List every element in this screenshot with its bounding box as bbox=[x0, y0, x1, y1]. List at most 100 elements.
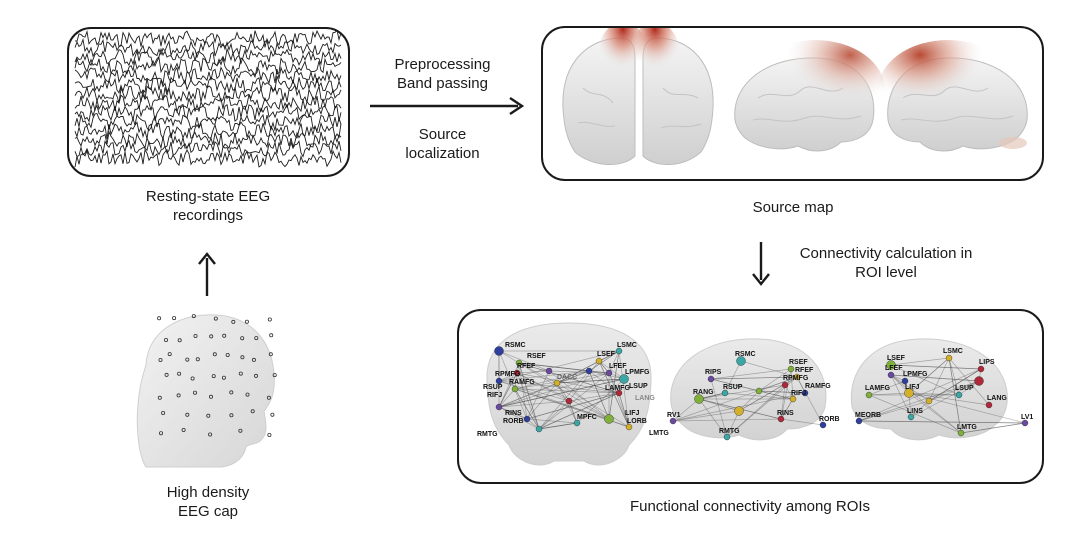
eeg-trace bbox=[74, 37, 342, 59]
connectivity-edge bbox=[928, 357, 950, 402]
roi-label: RV1 bbox=[667, 412, 681, 419]
electrode bbox=[158, 358, 163, 363]
eeg-trace bbox=[74, 148, 342, 168]
electrode bbox=[191, 314, 196, 319]
roi-label: RANG bbox=[693, 389, 714, 396]
roi-label: LANG bbox=[635, 395, 655, 402]
preprocessing-label: Preprocessing Band passing bbox=[360, 55, 525, 93]
electrode bbox=[213, 316, 218, 321]
connectivity-edge bbox=[758, 390, 794, 400]
connectivity-edge bbox=[710, 378, 728, 438]
connectivity-edge bbox=[738, 390, 760, 412]
connectivity-edge bbox=[710, 378, 760, 392]
roi-node bbox=[694, 394, 704, 404]
connectivity-edge bbox=[960, 422, 1026, 434]
connectivity-edge bbox=[698, 398, 740, 412]
roi-node bbox=[511, 385, 519, 393]
connectivity-edge bbox=[548, 370, 610, 374]
connectivity-edge bbox=[910, 380, 980, 418]
connectivity-edge bbox=[726, 384, 786, 438]
connectivity-edge bbox=[672, 376, 798, 422]
electrode bbox=[245, 392, 250, 397]
connectivity-edge bbox=[538, 392, 620, 430]
connectivity-edge bbox=[908, 357, 950, 394]
connectivity-line2: ROI level bbox=[855, 264, 917, 281]
electrode bbox=[193, 333, 198, 338]
functional-connectivity-panel: RSMC LSMC RSEF LSEF RFEF LFEF RPMFG LPMF… bbox=[457, 309, 1044, 484]
roi-node bbox=[545, 367, 553, 375]
electrode bbox=[240, 355, 245, 360]
up-arrow bbox=[198, 252, 216, 296]
roi-node bbox=[565, 397, 573, 405]
connectivity-edge bbox=[890, 357, 950, 366]
connectivity-edge bbox=[588, 350, 620, 372]
roi-node bbox=[955, 391, 963, 399]
connectivity-edge bbox=[498, 350, 620, 382]
roi-label: LAMFG bbox=[605, 385, 630, 392]
roi-label: LPMFG bbox=[625, 369, 650, 376]
connectivity-edge bbox=[758, 390, 806, 394]
connectivity-edge bbox=[518, 362, 528, 420]
roi-label: LMTG bbox=[957, 424, 977, 431]
roi-label: MPFC bbox=[577, 414, 597, 421]
connectivity-edge bbox=[514, 388, 610, 420]
connectivity-edge bbox=[928, 380, 980, 402]
eeg-trace bbox=[74, 103, 342, 123]
connectivity-edge bbox=[608, 372, 630, 428]
roi-node bbox=[535, 425, 543, 433]
connectivity-edge bbox=[890, 364, 982, 370]
eeg-trace bbox=[74, 94, 342, 114]
electrode bbox=[225, 353, 230, 358]
roi-node bbox=[901, 377, 909, 385]
eeg-trace bbox=[74, 111, 342, 132]
roi-node bbox=[793, 373, 801, 381]
connectivity-edge bbox=[498, 400, 570, 408]
connectivity-edge bbox=[780, 398, 794, 420]
electrode bbox=[229, 390, 234, 395]
electrode bbox=[244, 319, 249, 324]
source-map-caption: Source map bbox=[752, 199, 834, 216]
roi-node bbox=[736, 356, 746, 366]
connectivity-edge bbox=[672, 410, 740, 422]
connectivity-edge bbox=[516, 372, 610, 420]
connectivity-edge bbox=[758, 390, 794, 400]
roi-label: LSEF bbox=[887, 355, 906, 362]
connectivity-edge bbox=[672, 398, 700, 422]
roi-label: LFEF bbox=[609, 363, 627, 370]
connectivity-edge bbox=[556, 378, 625, 384]
connectivity-edge bbox=[948, 357, 990, 406]
connectivity-edge bbox=[698, 398, 728, 438]
connectivity-edge bbox=[556, 370, 590, 384]
roi-node bbox=[985, 401, 993, 409]
connectivity-edge bbox=[498, 350, 528, 420]
roi-label: RSEF bbox=[789, 359, 808, 366]
roi-node bbox=[721, 389, 729, 397]
preprocessing-line4: localization bbox=[405, 145, 480, 162]
connectivity-edge bbox=[498, 378, 625, 408]
connectivity-edge bbox=[960, 422, 1026, 434]
connectivity-edge bbox=[738, 376, 798, 412]
connectivity-edge bbox=[498, 406, 528, 420]
roi-node bbox=[604, 414, 614, 424]
roi-label: RIFJ bbox=[487, 392, 502, 399]
roi-node bbox=[907, 413, 915, 421]
connectivity-nodes bbox=[494, 346, 1029, 441]
connectivity-edge bbox=[588, 370, 625, 380]
roi-label: RIFJ bbox=[791, 390, 806, 397]
connectivity-edge bbox=[538, 370, 590, 430]
electrode bbox=[250, 409, 255, 414]
electrode bbox=[185, 357, 190, 362]
connectivity-edge bbox=[598, 360, 625, 380]
eeg-caption-line2: recordings bbox=[172, 207, 244, 224]
roi-label: LORB bbox=[627, 418, 647, 425]
connectivity-edge bbox=[598, 360, 630, 428]
connectivity-edge bbox=[518, 362, 540, 430]
connectivity-edge bbox=[858, 420, 1026, 424]
connectivity-edge bbox=[890, 374, 980, 382]
connectivity-edge bbox=[608, 350, 620, 420]
connectivity-edge bbox=[498, 372, 518, 408]
roi-label: LAMFG bbox=[865, 385, 890, 392]
connectivity-edge bbox=[514, 388, 540, 430]
connectivity-edge bbox=[568, 400, 578, 424]
roi-label: RPMFG bbox=[495, 371, 521, 378]
